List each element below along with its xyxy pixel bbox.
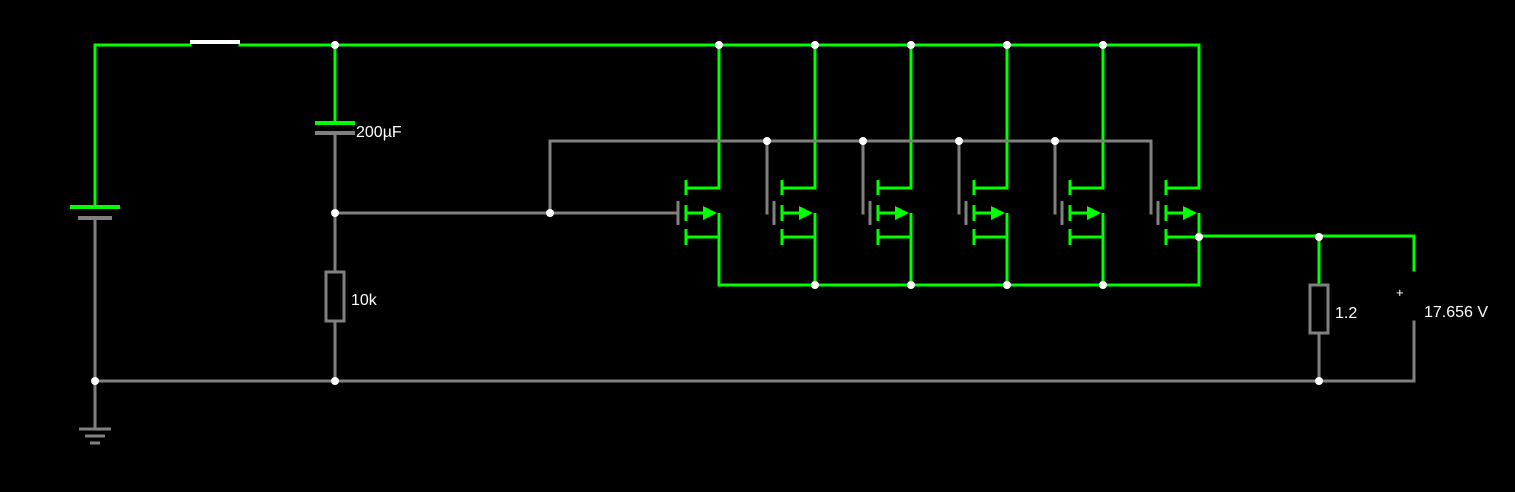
junction-node	[91, 377, 99, 385]
junction-node	[715, 41, 723, 49]
positive-rail-wires[interactable]	[93, 43, 1201, 207]
junction-node	[331, 41, 339, 49]
junction-node	[1315, 377, 1323, 385]
voltmeter-reading: 17.656 V	[1424, 304, 1488, 321]
mosfet-arrow	[895, 206, 909, 220]
mosfet-array[interactable]	[676, 180, 1201, 245]
ground-symbol[interactable]	[79, 427, 111, 445]
junction-node	[1003, 41, 1011, 49]
mosfet-arrow	[1183, 206, 1197, 220]
voltmeter-plus-label: +	[1396, 285, 1404, 300]
mosfet-4[interactable]	[964, 180, 1009, 245]
junction-node	[1003, 281, 1011, 289]
junction-node	[546, 209, 554, 217]
source-bus-wires[interactable]	[717, 234, 1416, 287]
voltmeter[interactable]: + 17.656 V	[1396, 285, 1488, 321]
mosfet-arrow	[991, 206, 1005, 220]
mosfet-arrow	[703, 206, 717, 220]
mosfet-6[interactable]	[1156, 180, 1201, 245]
mosfet-1[interactable]	[676, 180, 721, 245]
capacitor-label: 200µF	[356, 124, 402, 141]
junction-node	[331, 209, 339, 217]
gate-resistor[interactable]	[324, 270, 346, 323]
junction-node	[763, 137, 771, 145]
junction-node	[331, 377, 339, 385]
mosfet-3[interactable]	[868, 180, 913, 245]
junction-node	[811, 41, 819, 49]
battery[interactable]	[70, 205, 120, 220]
ground-and-gate-wires[interactable]	[93, 131, 1416, 430]
junction-node	[811, 281, 819, 289]
junction-node	[1315, 233, 1323, 241]
junction-node	[859, 137, 867, 145]
junction-node	[1099, 281, 1107, 289]
capacitor[interactable]	[315, 121, 355, 135]
junction-node	[1195, 233, 1203, 241]
junction-node	[1051, 137, 1059, 145]
gate-resistor-label: 10k	[351, 292, 378, 309]
mosfet-2[interactable]	[772, 180, 817, 245]
junction-node	[907, 281, 915, 289]
mosfet-arrow	[1087, 206, 1101, 220]
junction-node	[907, 41, 915, 49]
junction-node	[955, 137, 963, 145]
junction-nodes	[91, 41, 1323, 385]
mosfet-5[interactable]	[1060, 180, 1105, 245]
load-resistor-label: 1.2	[1335, 305, 1357, 322]
mosfet-arrow	[799, 206, 813, 220]
load-resistor[interactable]	[1308, 283, 1330, 335]
junction-node	[1099, 41, 1107, 49]
